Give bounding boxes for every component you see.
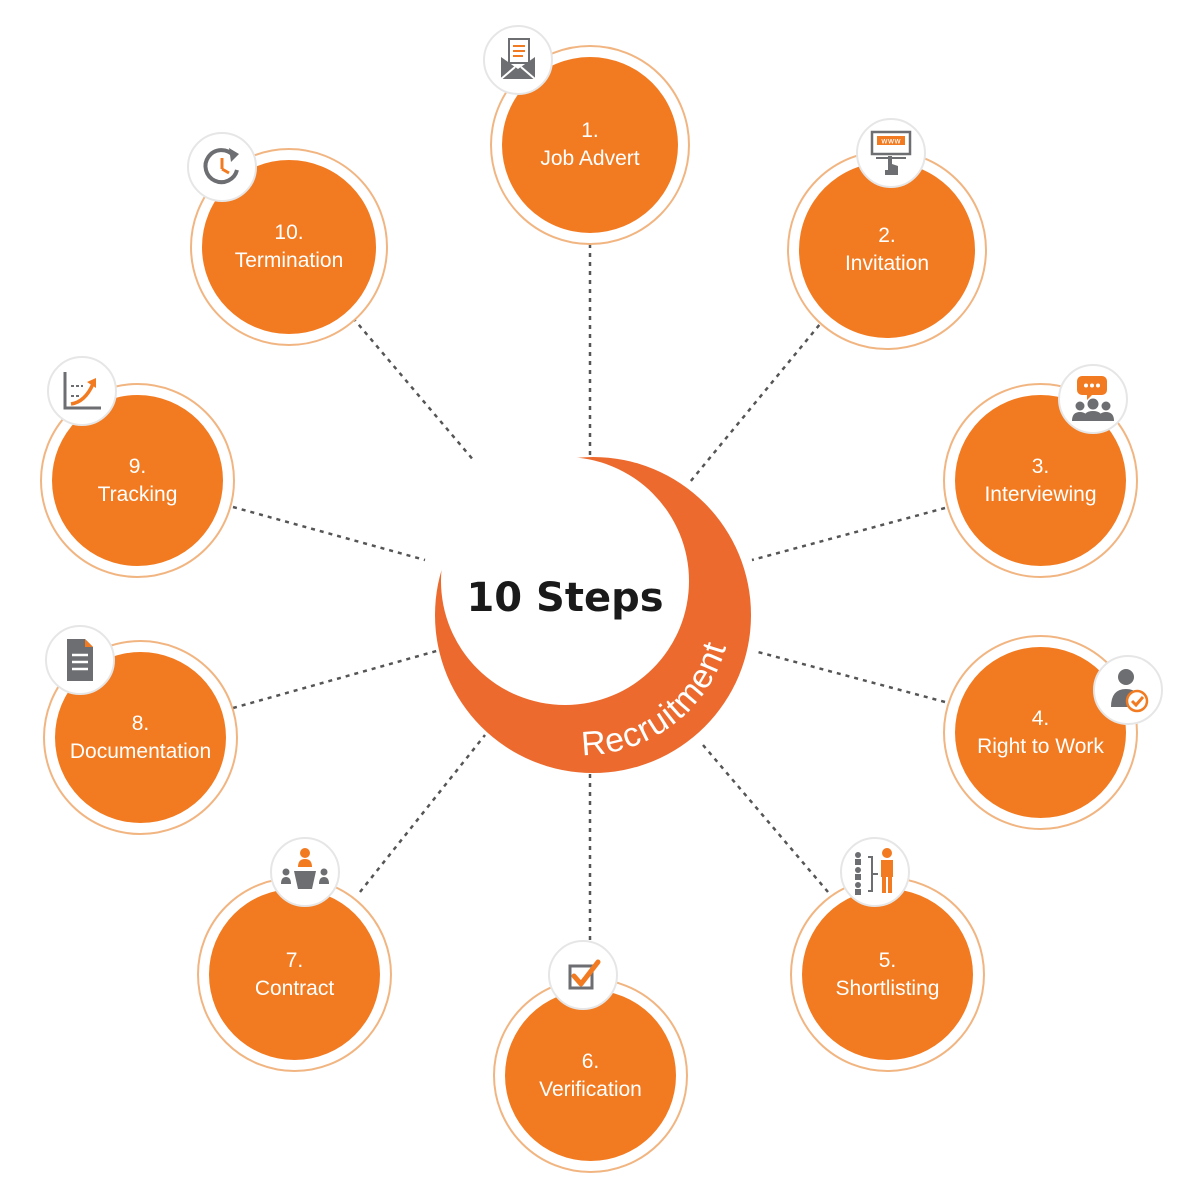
step-number: 1. xyxy=(581,119,599,142)
person-checkmark-icon xyxy=(1093,655,1163,725)
step-label: Termination xyxy=(234,249,344,272)
step-label: Tracking xyxy=(97,482,178,506)
people-selection-icon xyxy=(840,837,910,907)
document-icon xyxy=(45,625,115,695)
envelope-document-icon xyxy=(483,25,553,95)
step-number: 10. xyxy=(274,221,304,244)
step-verification: 6. Verification xyxy=(493,978,688,1173)
step-number: 4. xyxy=(1031,706,1050,730)
connector-4 xyxy=(757,650,946,704)
step-number: 5. xyxy=(878,948,897,972)
hub-inner-circle xyxy=(441,457,689,705)
step-number: 3. xyxy=(1031,454,1050,478)
growth-chart-icon xyxy=(47,356,117,426)
www-touchscreen-icon: www xyxy=(856,118,926,188)
speech-bubble-group-icon xyxy=(1058,364,1128,434)
step-number: 2. xyxy=(878,224,896,247)
step-label: Invitation xyxy=(844,252,930,275)
connector-3 xyxy=(751,506,946,562)
step-label: Contract xyxy=(254,976,335,1000)
checkbox-checkmark-icon xyxy=(548,940,618,1010)
connector-9 xyxy=(232,505,426,562)
step-contract: 7. Contract xyxy=(197,877,392,1072)
step-label: Right to Work xyxy=(977,734,1104,758)
meeting-table-icon xyxy=(270,837,340,907)
hub-graphic: Recruitment xyxy=(435,457,751,773)
step-number: 8. xyxy=(131,711,150,735)
clock-arrow-icon xyxy=(187,132,257,202)
step-label: Shortlisting xyxy=(835,976,940,1000)
step-number: 7. xyxy=(285,948,304,972)
connector-8 xyxy=(232,648,441,710)
hub-title: 10 Steps xyxy=(466,575,664,621)
step-number: 6. xyxy=(581,1049,600,1073)
step-label: Job Advert xyxy=(540,147,640,170)
step-shortlisting: 5. Shortlisting xyxy=(790,877,985,1072)
step-label: Verification xyxy=(539,1077,642,1101)
step-termination: 10. Termination xyxy=(190,148,388,346)
step-label: Documentation xyxy=(69,739,212,763)
step-label: Interviewing xyxy=(984,482,1097,506)
hub: Recruitment xyxy=(425,445,755,775)
connector-7 xyxy=(359,734,486,893)
svg-text:www: www xyxy=(881,137,901,146)
step-number: 9. xyxy=(128,454,147,478)
